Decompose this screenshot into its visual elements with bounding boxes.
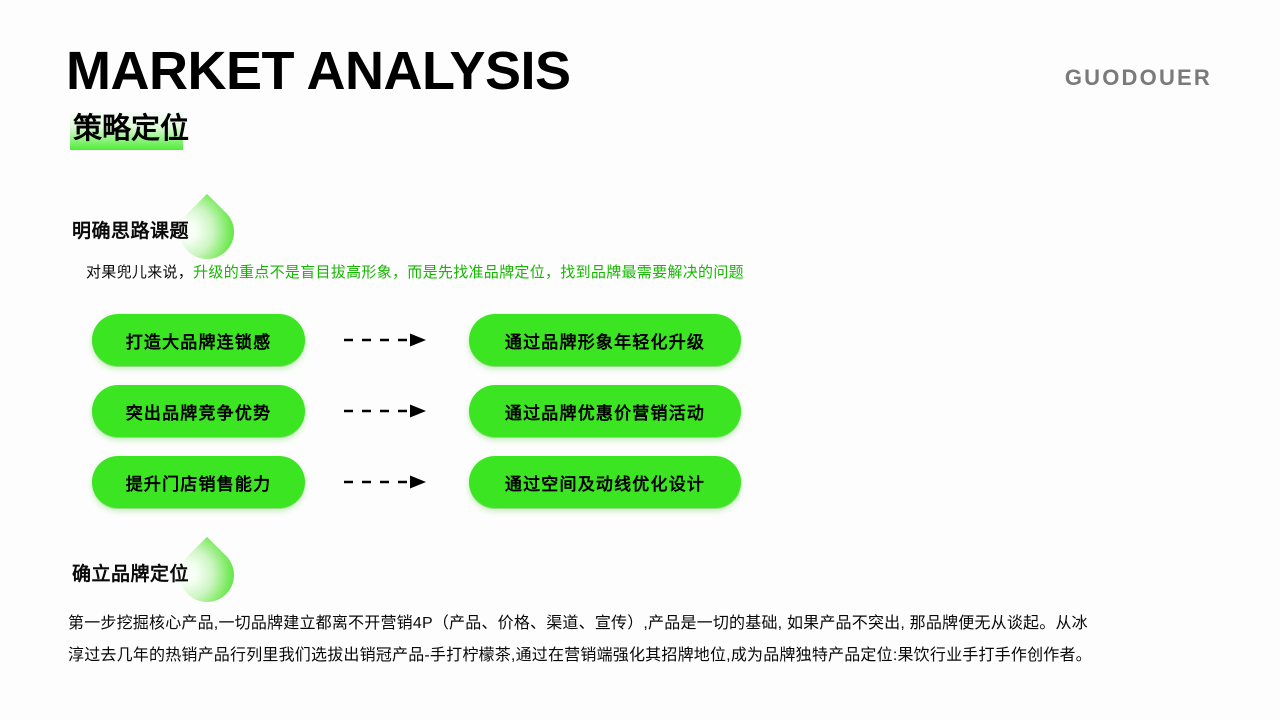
page-subtitle: 策略定位 (70, 108, 189, 150)
flow-arrow-connector (305, 385, 469, 437)
flow-arrow-connector (305, 314, 469, 366)
flow-diagram: 打造大品牌连锁感 通过品牌形象年轻化升级 突出品牌竞争优势 通过品牌优惠价营销活… (92, 314, 742, 527)
flow-pill-to[interactable]: 通过空间及动线优化设计 (469, 456, 741, 508)
page-subtitle-label: 策略定位 (73, 113, 190, 145)
paragraph-line-2: 淳过去几年的热销产品行列里我们选拔出销冠产品-手打柠檬茶,通过在营销端强化其招牌… (68, 647, 1092, 664)
dashed-arrow-icon (344, 404, 426, 418)
section-header-1-label: 明确思路课题 (72, 221, 190, 242)
subtitle-highlight-bar (70, 110, 183, 150)
flow-pill-to[interactable]: 通过品牌优惠价营销活动 (469, 385, 741, 437)
lead-sentence-black: 对果兜儿来说， (86, 264, 194, 281)
flow-arrow-connector (305, 456, 469, 508)
flow-pill-from[interactable]: 提升门店销售能力 (92, 456, 305, 508)
body-paragraph: 第一步挖掘核心产品,一切品牌建立都离不开营销4P（产品、价格、渠道、宣传）,产品… (68, 608, 1218, 672)
flow-pill-from[interactable]: 突出品牌竞争优势 (92, 385, 305, 437)
dashed-arrow-icon (344, 333, 426, 347)
section-header-2-label: 确立品牌定位 (72, 564, 190, 585)
flow-row: 突出品牌竞争优势 通过品牌优惠价营销活动 (92, 385, 742, 437)
flow-row: 提升门店销售能力 通过空间及动线优化设计 (92, 456, 742, 508)
dashed-arrow-icon (344, 475, 426, 489)
brand-logo: GUODOUER (1064, 65, 1212, 90)
lead-sentence: 对果兜儿来说，升级的重点不是盲目拔高形象，而是先找准品牌定位，找到品牌最需要解决… (86, 262, 744, 284)
paragraph-line-1: 第一步挖掘核心产品,一切品牌建立都离不开营销4P（产品、价格、渠道、宣传）,产品… (68, 615, 1088, 632)
page-title: MARKET ANALYSIS (66, 41, 571, 101)
flow-row: 打造大品牌连锁感 通过品牌形象年轻化升级 (92, 314, 742, 366)
lead-sentence-green: 升级的重点不是盲目拔高形象，而是先找准品牌定位，找到品牌最需要解决的问题 (193, 264, 744, 281)
flow-pill-to[interactable]: 通过品牌形象年轻化升级 (469, 314, 741, 366)
flow-pill-from[interactable]: 打造大品牌连锁感 (92, 314, 305, 366)
